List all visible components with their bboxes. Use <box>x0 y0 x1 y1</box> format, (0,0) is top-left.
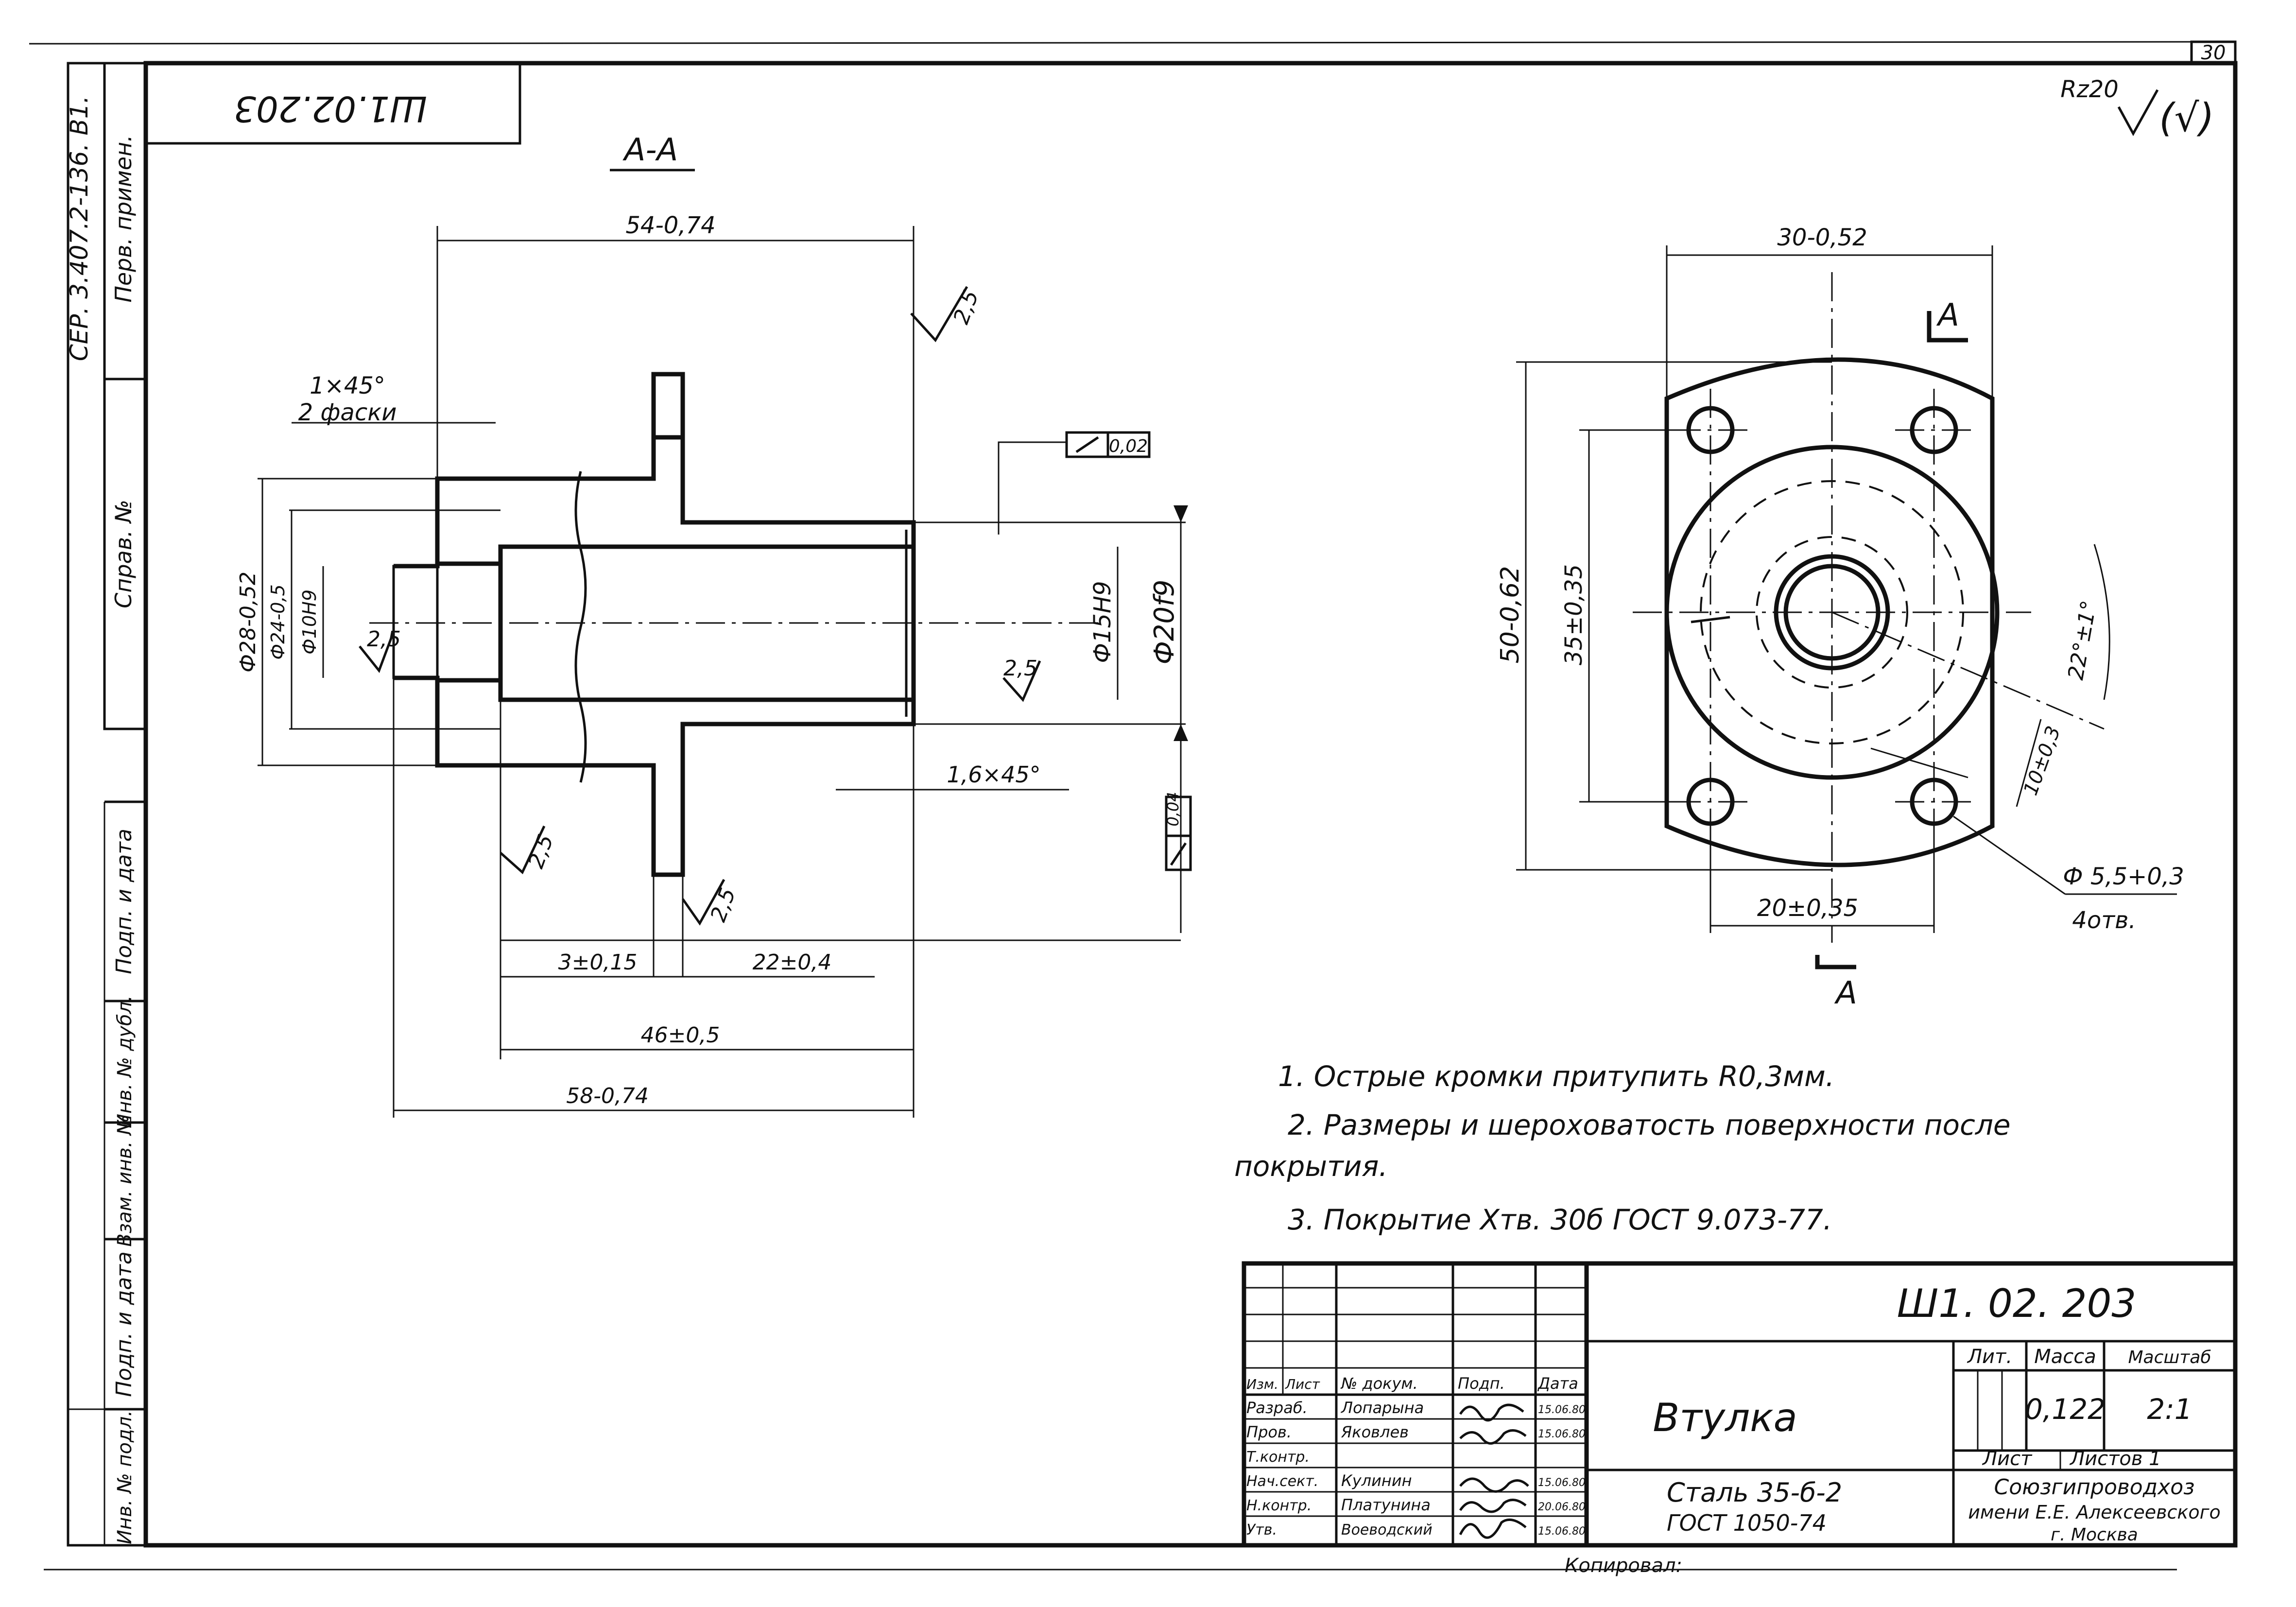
left-strip <box>67 62 147 1547</box>
roughness-mark-2: 2,5 <box>367 627 401 652</box>
part-name: Втулка <box>1653 1395 1797 1440</box>
roughness-mark-1: 2,5 <box>949 287 984 328</box>
date-nachsekt: 15.06.80 <box>1538 1477 1586 1489</box>
series-code: СЕР. 3.407.2-136. В1. <box>65 96 93 362</box>
dim-dia-20: Ф20f9 <box>1149 580 1180 665</box>
runout-2-value: 0,04 <box>1164 792 1182 826</box>
note-3: 3. Покрытие Хтв. 30б ГОСТ 9.073-77. <box>1288 1203 1832 1236</box>
dim-dia-28: Ф28-0,52 <box>236 571 260 673</box>
roughness-mark-3: 2,5 <box>1003 656 1037 681</box>
dim-angle: 22°±1° <box>2063 599 2102 682</box>
strip-inv-podl: Инв. № подл. <box>114 1410 136 1544</box>
dim-dia-10: Ф10Н9 <box>299 589 320 655</box>
technical-notes: 1. Острые кромки притупить R0,3мм. 2. Ра… <box>1234 1060 2011 1236</box>
copied-label: Копировал: <box>1565 1555 1682 1577</box>
name-razrab: Лопарына <box>1341 1399 1424 1417</box>
cut-label-top: А <box>1936 297 1959 333</box>
dim-dia-24: Ф24-0,5 <box>267 584 289 659</box>
scale-value: 2:1 <box>2147 1393 2192 1426</box>
general-roughness: Rz20 (√) <box>2060 76 2214 140</box>
col-doc: № докум. <box>1340 1374 1418 1393</box>
runout-1-value: 0,02 <box>1109 436 1148 456</box>
name-utv: Воеводский <box>1341 1521 1433 1538</box>
roughness-value: Rz20 <box>2060 76 2119 103</box>
section-hatch-top <box>435 372 916 566</box>
role-tkontr: Т.контр. <box>1246 1449 1310 1466</box>
dim-dia-15: Ф15Н9 <box>1089 581 1116 663</box>
section-hatch-bottom <box>435 678 916 877</box>
section-label: А-А <box>622 132 678 168</box>
note-1: 1. Острые кромки притупить R0,3мм. <box>1278 1060 1834 1093</box>
dim-chamfer-note: 2 фаски <box>298 399 397 426</box>
dim-holes-count: 4отв. <box>2072 907 2136 934</box>
page-number: 30 <box>2201 42 2226 64</box>
doc-code: Ш1. 02. 203 <box>1897 1281 2137 1326</box>
role-nachsekt: Нач.сект. <box>1246 1473 1318 1490</box>
org-line-3: г. Москва <box>2051 1525 2138 1545</box>
dim-len-22: 22±0,4 <box>753 950 832 975</box>
head-mass: Масса <box>2034 1346 2096 1368</box>
head-scale: Масштаб <box>2128 1348 2211 1367</box>
roughness-other: (√) <box>2159 95 2214 140</box>
dim-height: 50-0,62 <box>1496 566 1525 664</box>
strip-perv-primen: Перв. примен. <box>110 135 137 302</box>
dim-hole-spacing-h: 20±0,35 <box>1757 895 1858 922</box>
dim-slot: 10±0,3 <box>2020 723 2065 798</box>
front-view <box>1516 245 2177 969</box>
col-date: Дата <box>1537 1374 1578 1393</box>
sheet-label: Лист <box>1982 1448 2033 1470</box>
strip-vzam-inv: Взам. инв. № <box>114 1115 136 1247</box>
role-razrab: Разраб. <box>1246 1399 1308 1417</box>
head-lit: Лит. <box>1967 1346 2012 1368</box>
dim-overall-flange: 54-0,74 <box>625 212 715 239</box>
sheets-label: Листов 1 <box>2069 1448 2161 1470</box>
org-line-1: Союзгипроводхоз <box>1994 1475 2194 1500</box>
note-2: 2. Размеры и шероховатость поверхности п… <box>1288 1108 2011 1141</box>
runout-tolerance-2: 0,04 <box>1164 792 1192 871</box>
dim-len-58: 58-0,74 <box>566 1084 649 1108</box>
section-view: А-А <box>258 132 1192 1118</box>
date-razrab: 15.06.80 <box>1538 1404 1586 1416</box>
dim-len-3: 3±0,15 <box>558 950 638 975</box>
cut-label-bottom: А <box>1834 975 1857 1011</box>
date-utv: 15.06.80 <box>1538 1525 1586 1538</box>
dim-holes: Ф 5,5+0,3 <box>2063 863 2184 890</box>
strip-inv-dubl: Инв. № дубл. <box>114 995 136 1128</box>
roughness-mark-5: 2,5 <box>706 885 741 925</box>
corner-code-box: Ш1.02.203 <box>146 63 521 145</box>
col-list: Лист <box>1285 1376 1320 1392</box>
role-nkontr: Н.контр. <box>1246 1497 1312 1514</box>
dim-hole-spacing-v: 35±0,35 <box>1560 564 1588 665</box>
col-izm: Изм. <box>1246 1376 1278 1392</box>
org-line-2: имени Е.Е. Алексеевского <box>1968 1502 2221 1523</box>
strip-podp-data-1: Подп. и дата <box>112 829 137 974</box>
strip-sprav-no: Справ. № <box>110 500 137 608</box>
title-block <box>1242 1261 2238 1548</box>
mass-value: 0,122 <box>2025 1393 2106 1426</box>
dim-len-46: 46±0,5 <box>641 1023 720 1048</box>
date-nkontr: 20.06.80 <box>1538 1501 1586 1513</box>
name-prov: Яковлев <box>1341 1423 1409 1441</box>
name-nachsekt: Кулинин <box>1341 1471 1412 1490</box>
role-prov: Пров. <box>1246 1423 1292 1441</box>
date-prov: 15.06.80 <box>1538 1428 1586 1440</box>
material-2: ГОСТ 1050-74 <box>1667 1510 1827 1536</box>
role-utv: Утв. <box>1246 1521 1277 1538</box>
runout-tolerance-1: 0,02 <box>998 431 1151 535</box>
strip-podp-data-2: Подп. и дата <box>112 1251 137 1397</box>
dim-width-top: 30-0,52 <box>1777 224 1867 251</box>
col-podp: Подп. <box>1458 1374 1505 1393</box>
dim-chamfer: 1×45° <box>310 372 385 399</box>
note-2-cont: покрытия. <box>1234 1150 1388 1183</box>
corner-code: Ш1.02.203 <box>234 88 427 129</box>
name-nkontr: Платунина <box>1341 1496 1431 1514</box>
roughness-mark-4: 2,5 <box>523 831 558 872</box>
material-1: Сталь 35-б-2 <box>1667 1477 1842 1508</box>
signatures <box>1459 1403 1529 1539</box>
dim-chamfer-2: 1,6×45° <box>947 761 1040 788</box>
